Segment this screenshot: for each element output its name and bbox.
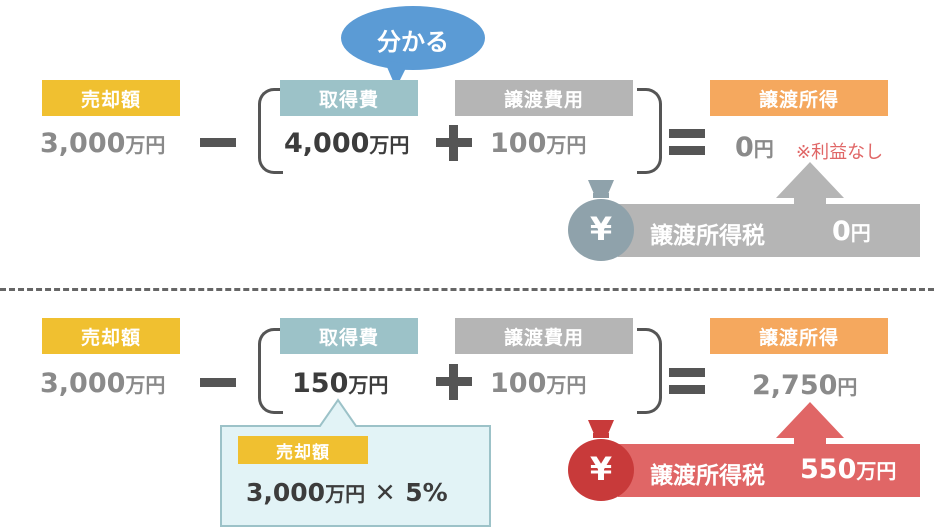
transfer-cost-amount: 100 bbox=[490, 368, 547, 399]
transfer-cost-amount: 100 bbox=[490, 128, 547, 159]
transfer-cost-value: 100万円 bbox=[490, 368, 586, 399]
sale-value: 3,000万円 bbox=[40, 368, 165, 399]
transfer-cost-label: 譲渡費用 bbox=[455, 80, 633, 116]
income-label: 譲渡所得 bbox=[710, 318, 888, 354]
income-value: 2,750円 bbox=[752, 370, 857, 401]
equals-bottom-bar bbox=[669, 385, 705, 394]
callout-formula: 3,000万円 ✕ 5% bbox=[246, 478, 448, 507]
acquisition-value: 4,000万円 bbox=[284, 128, 409, 159]
acquisition-amount: 4,000 bbox=[284, 128, 370, 159]
bracket-right bbox=[637, 88, 662, 174]
acquisition-unit: 万円 bbox=[369, 133, 410, 157]
callout-unit: 万円 bbox=[325, 482, 366, 506]
money-bag-icon bbox=[568, 420, 634, 501]
equals-bottom-bar bbox=[669, 146, 705, 155]
section-divider bbox=[0, 288, 934, 291]
sale-label: 売却額 bbox=[42, 318, 180, 354]
bracket-left bbox=[258, 88, 283, 174]
bracket-right bbox=[637, 328, 662, 414]
income-label: 譲渡所得 bbox=[710, 80, 888, 116]
income-amount: 0 bbox=[735, 132, 754, 163]
tax-label: 譲渡所得税 bbox=[650, 223, 765, 249]
plus-vertical bbox=[449, 125, 458, 161]
bracket-left bbox=[258, 328, 283, 414]
sale-unit: 万円 bbox=[125, 373, 166, 397]
plus-icon bbox=[436, 125, 472, 161]
speech-bubble-text: 分かる bbox=[377, 28, 449, 56]
callout-rate: 5% bbox=[405, 478, 448, 507]
income-unit: 円 bbox=[837, 375, 858, 399]
income-value: 0円 bbox=[735, 132, 774, 163]
tax-bar bbox=[618, 204, 920, 257]
tax-value: 0円 bbox=[832, 216, 871, 247]
minus-icon bbox=[200, 378, 236, 387]
plus-vertical bbox=[449, 364, 458, 400]
tax-label: 譲渡所得税 bbox=[650, 463, 765, 489]
sale-amount: 3,000 bbox=[40, 128, 126, 159]
income-unit: 円 bbox=[753, 137, 774, 161]
speech-bubble bbox=[341, 6, 485, 88]
acquisition-unit: 万円 bbox=[348, 373, 389, 397]
acquisition-value: 150万円 bbox=[292, 368, 388, 399]
callout-amount: 3,000 bbox=[246, 478, 326, 507]
equals-top-bar bbox=[669, 129, 705, 138]
tax-amount: 0 bbox=[832, 216, 851, 247]
callout-sale-label: 売却額 bbox=[238, 436, 368, 464]
equals-top-bar bbox=[669, 368, 705, 377]
tax-unit: 円 bbox=[850, 221, 871, 245]
tax-bar bbox=[618, 444, 920, 497]
money-bag-symbol: ¥ bbox=[589, 450, 613, 488]
tax-value: 550万円 bbox=[800, 454, 896, 485]
transfer-cost-label: 譲渡費用 bbox=[455, 318, 633, 354]
money-bag-symbol: ¥ bbox=[589, 210, 613, 248]
sale-unit: 万円 bbox=[125, 133, 166, 157]
acquisition-label: 取得費 bbox=[280, 80, 418, 116]
money-bag-icon bbox=[568, 180, 634, 261]
tax-unit: 万円 bbox=[856, 459, 897, 483]
transfer-cost-unit: 万円 bbox=[546, 373, 587, 397]
plus-icon bbox=[436, 364, 472, 400]
sale-amount: 3,000 bbox=[40, 368, 126, 399]
acquisition-amount: 150 bbox=[292, 368, 349, 399]
times-icon: ✕ bbox=[374, 478, 396, 507]
minus-icon bbox=[200, 138, 236, 147]
transfer-cost-value: 100万円 bbox=[490, 128, 586, 159]
equals-icon bbox=[669, 368, 705, 398]
transfer-cost-unit: 万円 bbox=[546, 133, 587, 157]
income-amount: 2,750 bbox=[752, 370, 838, 401]
sale-value: 3,000万円 bbox=[40, 128, 165, 159]
equals-icon bbox=[669, 129, 705, 159]
acquisition-label: 取得費 bbox=[280, 318, 418, 354]
no-profit-note: ※利益なし bbox=[796, 142, 884, 163]
tax-amount: 550 bbox=[800, 454, 857, 485]
sale-label: 売却額 bbox=[42, 80, 180, 116]
